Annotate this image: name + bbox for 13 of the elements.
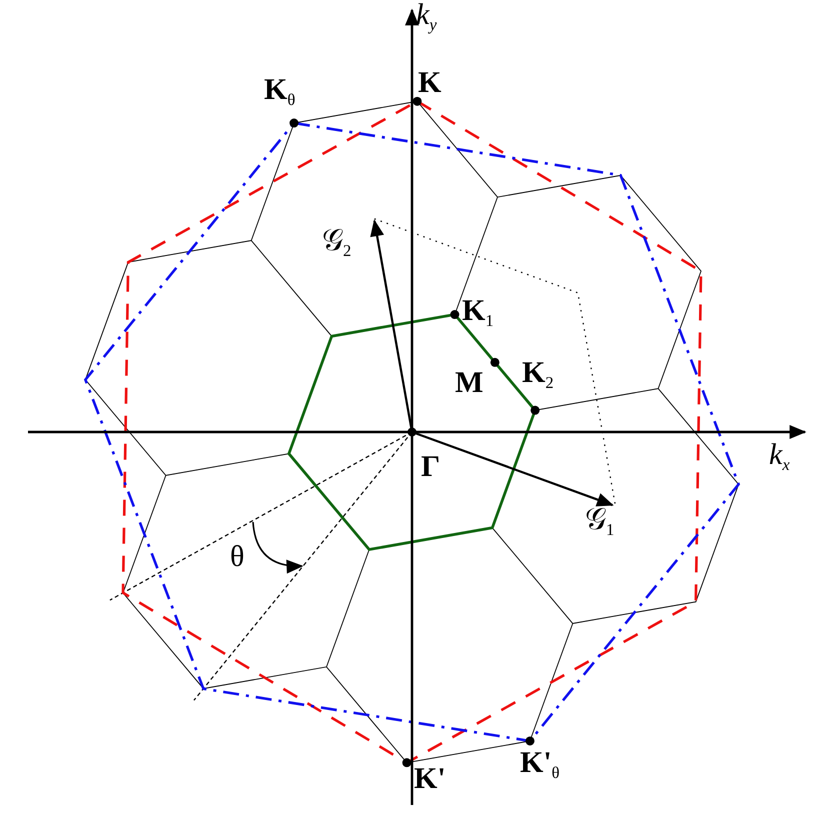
- point-label: K'$_{θ}$: [520, 748, 560, 782]
- point-label: K$_{2}$: [522, 358, 554, 392]
- point-label: K: [418, 68, 442, 98]
- point-label: Γ: [421, 452, 440, 482]
- point-label: K$_{θ}$: [264, 75, 296, 108]
- point-label: K$_{1}$: [462, 296, 494, 330]
- axis-label: k$_{x}$: [769, 440, 790, 474]
- angle-label: θ: [230, 542, 244, 572]
- vector-label: 𝒢$_{1}$: [585, 505, 614, 538]
- vector-label: 𝒢$_{2}$: [322, 226, 352, 260]
- point-label: K': [414, 764, 446, 794]
- point-label: M: [455, 368, 484, 398]
- axis-label: k$_{y}$: [416, 0, 437, 34]
